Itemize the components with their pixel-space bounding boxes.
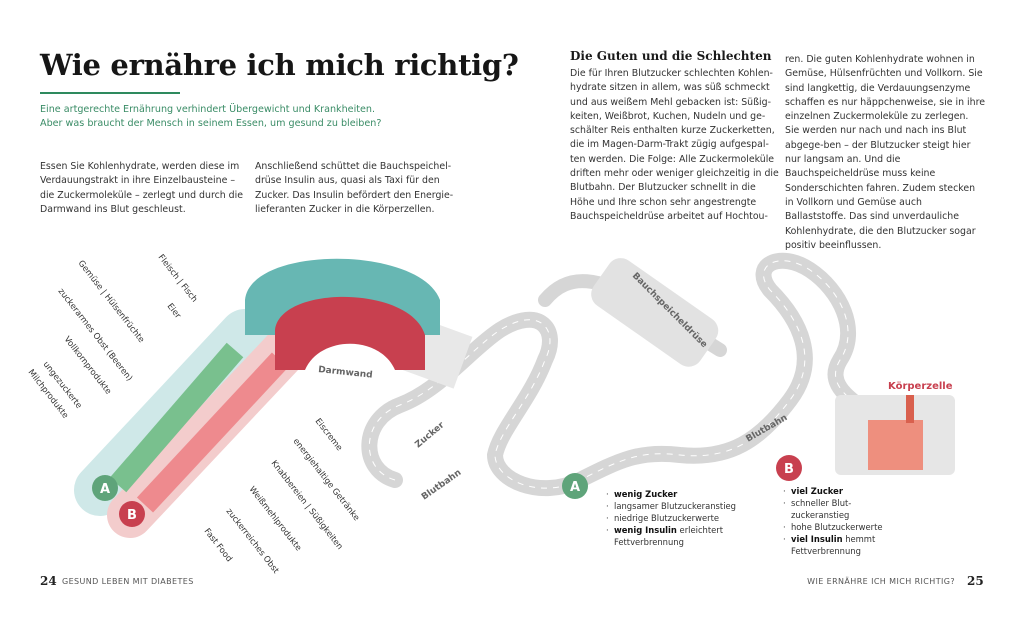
pancreas-area xyxy=(591,258,719,367)
badge-a-right xyxy=(562,473,588,499)
green-tube xyxy=(109,342,244,493)
badge-b-right xyxy=(776,455,802,481)
right-column-1: Die für Ihren Blutzucker schlechten Kohl… xyxy=(570,68,779,222)
legend-item: wenig Insulin erleichtert Fettverbrennun… xyxy=(606,524,776,548)
legend-a: wenig Zucker langsamer Blutzuckeranstieg… xyxy=(606,488,776,548)
left-column-2: Anschließend schüttet die Bauchspeichel-… xyxy=(255,161,454,215)
red-arch xyxy=(275,296,425,370)
legend-item: viel Insulin hemmt Fettverbrennung xyxy=(783,533,903,557)
page-number-left: 24 xyxy=(40,574,57,588)
badge-a-left xyxy=(92,475,118,501)
legend-item: hohe Blutzuckerwerte xyxy=(783,521,903,533)
legend-item: niedrige Blutzuckerwerte xyxy=(606,512,776,524)
red-tube xyxy=(136,352,289,513)
left-column-1: Essen Sie Kohlenhydrate, werden diese im… xyxy=(40,161,243,215)
legend-item: schneller Blut- zuckeranstieg xyxy=(783,497,903,521)
legend-item: langsamer Blutzuckeranstieg xyxy=(606,500,776,512)
legend-item: viel Zucker xyxy=(783,485,903,497)
legend-b: viel Zucker schneller Blut- zuckeranstie… xyxy=(783,485,903,557)
section-heading: Die Guten und die Schlechten xyxy=(570,49,772,63)
page-title: Wie ernähre ich mich richtig? xyxy=(40,48,519,82)
badge-b-left xyxy=(119,501,145,527)
page-number-right: 25 xyxy=(967,574,984,588)
legend-item: wenig Zucker xyxy=(606,488,776,500)
digestion-illustration xyxy=(74,252,955,538)
running-head-right: WIE ERNÄHRE ICH MICH RICHTIG? xyxy=(807,577,955,586)
body-cell-building xyxy=(868,420,923,470)
title-rule xyxy=(40,92,180,94)
right-column-2: ren. Die guten Kohlenhydrate wohnen in G… xyxy=(785,54,985,251)
subtitle: Eine artgerechte Ernährung verhindert Üb… xyxy=(40,104,382,129)
running-head-left: GESUND LEBEN MIT DIABETES xyxy=(62,577,194,586)
